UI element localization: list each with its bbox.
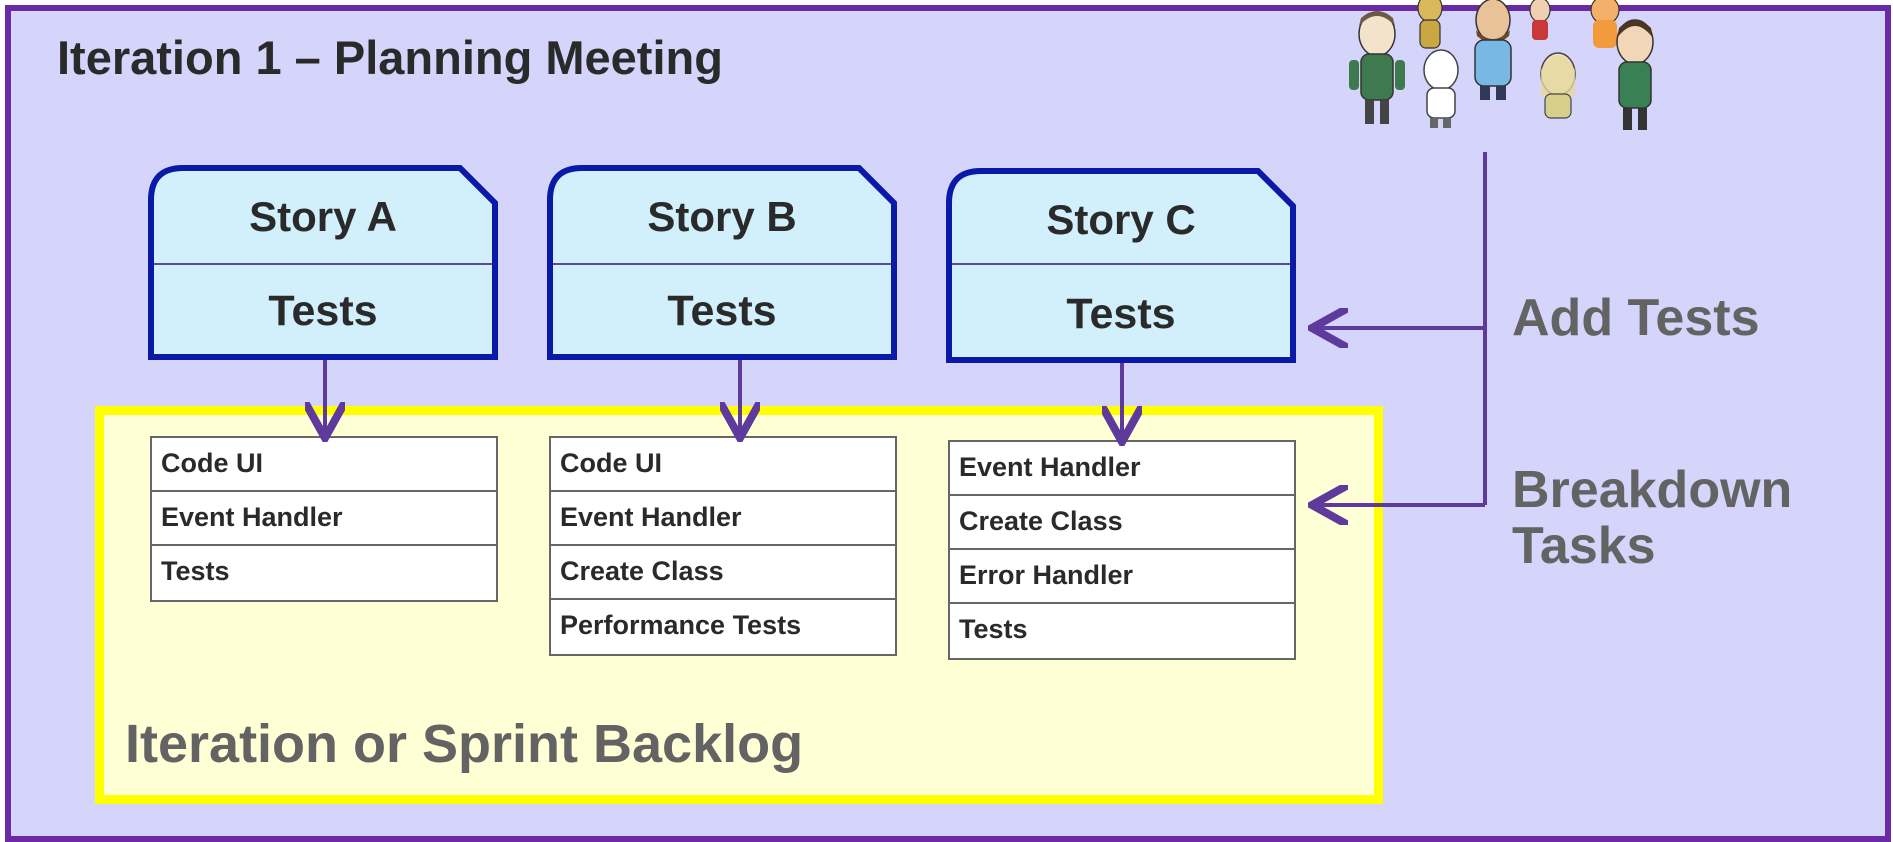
task-item: Tests bbox=[959, 614, 1028, 644]
task-item: Create Class bbox=[950, 496, 1294, 550]
task-item: Tests bbox=[161, 556, 230, 586]
avatar-5 bbox=[1590, 0, 1654, 130]
story-c-tests-label: Tests bbox=[1066, 290, 1176, 338]
story-card-shape bbox=[946, 168, 1296, 363]
story-a-title: Story A bbox=[249, 193, 397, 240]
task-item: Create Class bbox=[551, 546, 895, 600]
task-item: Code UI bbox=[551, 438, 895, 492]
avatar-4 bbox=[1529, 0, 1576, 119]
story-card-shape bbox=[547, 165, 897, 360]
avatar-1 bbox=[1349, 11, 1405, 124]
task-item: Error Handler bbox=[950, 550, 1294, 604]
task-item: Event Handler bbox=[950, 442, 1294, 496]
story-card-shape bbox=[148, 165, 498, 360]
story-c-task-list: Event Handler Create Class Error Handler… bbox=[948, 440, 1296, 660]
avatar-3 bbox=[1474, 0, 1512, 100]
add-tests-label: Add Tests bbox=[1512, 289, 1760, 347]
story-b-task-list: Code UI Event Handler Create Class Perfo… bbox=[549, 436, 897, 656]
task-item: Event Handler bbox=[152, 492, 496, 546]
story-card-c: Story C Tests bbox=[946, 168, 1296, 363]
breakdown-tasks-label: Breakdown Tasks bbox=[1512, 461, 1793, 575]
story-card-b: Story B Tests bbox=[547, 165, 897, 360]
team-avatars-image bbox=[1349, 0, 1654, 130]
story-c-title: Story C bbox=[1046, 196, 1196, 243]
page-title: Iteration 1 – Planning Meeting bbox=[57, 31, 723, 84]
story-a-tests-label: Tests bbox=[268, 287, 378, 335]
story-b-tests-label: Tests bbox=[667, 287, 777, 335]
task-item: Code UI bbox=[152, 438, 496, 492]
story-card-a: Story A Tests bbox=[148, 165, 498, 360]
avatar-2 bbox=[1417, 0, 1459, 128]
story-b-title: Story B bbox=[647, 193, 797, 240]
task-item: Performance Tests bbox=[560, 610, 802, 640]
sprint-backlog-label: Iteration or Sprint Backlog bbox=[125, 714, 804, 774]
task-item: Event Handler bbox=[551, 492, 895, 546]
